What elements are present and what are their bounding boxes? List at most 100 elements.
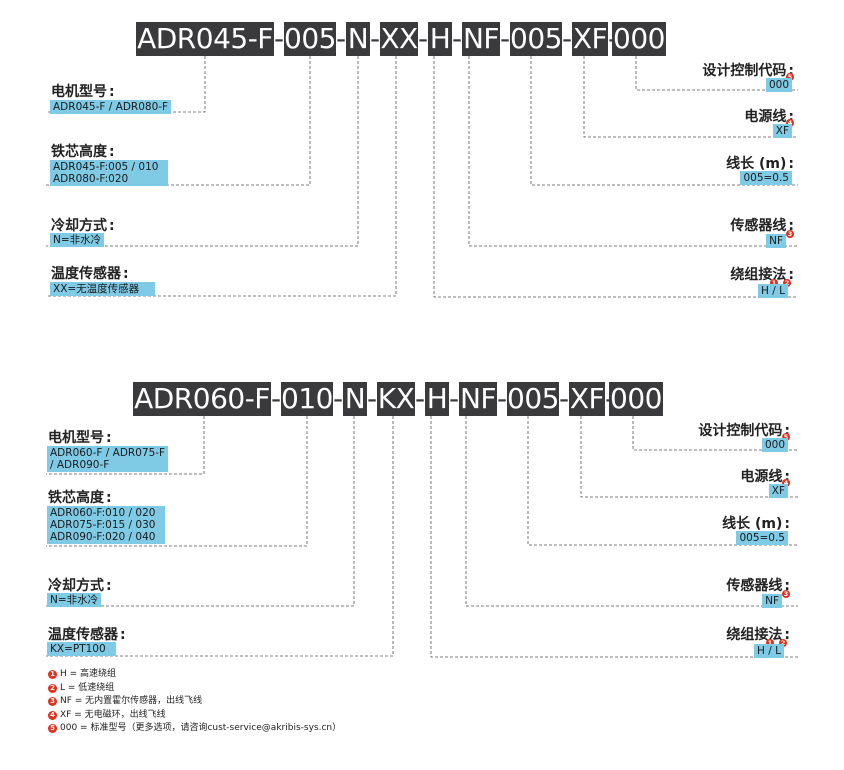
leader-line — [46, 416, 308, 547]
label-power-cable: 电源线: — [740, 469, 790, 485]
code-seg-length: 005 — [510, 22, 562, 56]
value-motor-model: ADR060-F / ADR075-F/ ADR090-F — [47, 446, 169, 472]
code-dash: - — [367, 382, 378, 415]
value-winding: H / L — [758, 284, 788, 298]
value-winding: H / L — [754, 644, 784, 658]
footnote-text: L = 低速绕组 — [60, 682, 115, 693]
code-seg-cooling: N — [343, 382, 367, 416]
code-seg-winding: H — [428, 22, 452, 56]
value-cable-length: 005=0.5 — [740, 171, 792, 185]
value-sensor-cable: NF — [766, 234, 786, 248]
leader-line — [46, 416, 394, 657]
value-cooling: N=非水冷 — [47, 593, 102, 607]
value-design-code: 000 — [761, 438, 788, 452]
leader-line — [46, 56, 359, 247]
badge-1: 1 — [766, 639, 774, 647]
code-seg-winding: H — [425, 382, 449, 416]
code-dash: - — [497, 382, 508, 415]
value-temp-sensor: KX=PT100 — [47, 642, 116, 656]
code-seg-cooling: N — [346, 22, 370, 56]
label-sensor-cable: 传感器线: — [726, 578, 790, 594]
code-seg-design: 000 — [609, 382, 663, 416]
leader-line — [635, 56, 798, 91]
leader-line — [632, 416, 798, 451]
code-dash: - — [370, 22, 381, 55]
label-design-code: 设计控制代码: — [698, 423, 790, 439]
badge-5: 5 — [782, 433, 790, 441]
code-seg-sensor: NF — [462, 22, 500, 56]
label-core-height: 铁芯高度: — [48, 490, 112, 506]
code-dash: - — [500, 22, 511, 55]
value-cable-length: 005=0.5 — [736, 531, 788, 545]
badge-4: 4 — [48, 710, 57, 720]
leader-line — [583, 56, 798, 138]
code-seg-power: XF — [569, 382, 605, 416]
value-design-code: 000 — [765, 78, 792, 92]
badge-4: 4 — [786, 119, 794, 127]
leader-line — [46, 416, 355, 607]
code-seg-sensor: NF — [459, 382, 497, 416]
code-dash: - — [274, 22, 285, 55]
code-seg-temp: XX — [380, 22, 418, 56]
footnote-text: H = 高速绕组 — [60, 669, 117, 679]
label-cooling: 冷却方式: — [48, 578, 112, 594]
part-number-code-2: ADR060-F - 010 - N - KX - H - NF - 005 -… — [133, 382, 663, 416]
value-temp-sensor: XX=无温度传感器 — [50, 282, 156, 296]
code-dash: - — [562, 22, 573, 55]
badge-3: 3 — [782, 590, 790, 598]
footnote-text: XF = 无电磁环，出线飞线 — [60, 709, 166, 720]
label-design-code: 设计控制代码: — [702, 63, 794, 79]
label-cooling: 冷却方式: — [51, 218, 115, 234]
code-seg-core: 010 — [281, 382, 333, 416]
value-cooling: N=非水冷 — [50, 233, 105, 247]
code-dash: - — [559, 382, 570, 415]
leader-line — [465, 416, 798, 607]
value-power-cable: XF — [768, 484, 788, 498]
badge-2: 2 — [779, 639, 787, 647]
value-power-cable: XF — [772, 124, 792, 138]
badge-4: 4 — [782, 479, 790, 487]
code-seg-power: XF — [572, 22, 608, 56]
label-sensor-cable: 传感器线: — [730, 218, 794, 234]
badge-2: 2 — [48, 683, 57, 693]
code-dash: - — [418, 22, 429, 55]
label-motor-model: 电机型号: — [51, 84, 115, 100]
label-power-cable: 电源线: — [744, 109, 794, 125]
label-motor-model: 电机型号: — [48, 430, 112, 446]
code-dash: - — [415, 382, 426, 415]
leader-line — [46, 56, 397, 297]
badge-5: 5 — [786, 73, 794, 81]
code-dash: - — [271, 382, 282, 415]
leader-line — [580, 416, 798, 498]
value-motor-model: ADR045-F / ADR080-F — [50, 100, 172, 114]
badge-2: 2 — [783, 279, 791, 287]
code-seg-model: ADR060-F — [133, 382, 271, 416]
part-number-code-1: ADR045-F - 005 - N - XX - H - NF - 005 -… — [136, 22, 666, 56]
code-seg-length: 005 — [507, 382, 559, 416]
leader-line — [433, 56, 798, 298]
value-sensor-cable: NF — [762, 594, 782, 608]
footnote-text: 000 = 标准型号（更多选项，请咨询cust-service@akribis-… — [60, 723, 342, 733]
code-dash: - — [449, 382, 460, 415]
code-dash: - — [336, 22, 347, 55]
badge-3: 3 — [48, 697, 57, 707]
label-temp-sensor: 温度传感器: — [51, 266, 129, 282]
leader-line — [530, 56, 798, 186]
badge-1: 1 — [48, 670, 57, 680]
badge-5: 5 — [48, 724, 57, 734]
code-seg-design: 000 — [612, 22, 666, 56]
code-seg-temp: KX — [377, 382, 415, 416]
leader-line — [468, 56, 798, 247]
badge-3: 3 — [786, 230, 794, 238]
label-core-height: 铁芯高度: — [51, 144, 115, 160]
